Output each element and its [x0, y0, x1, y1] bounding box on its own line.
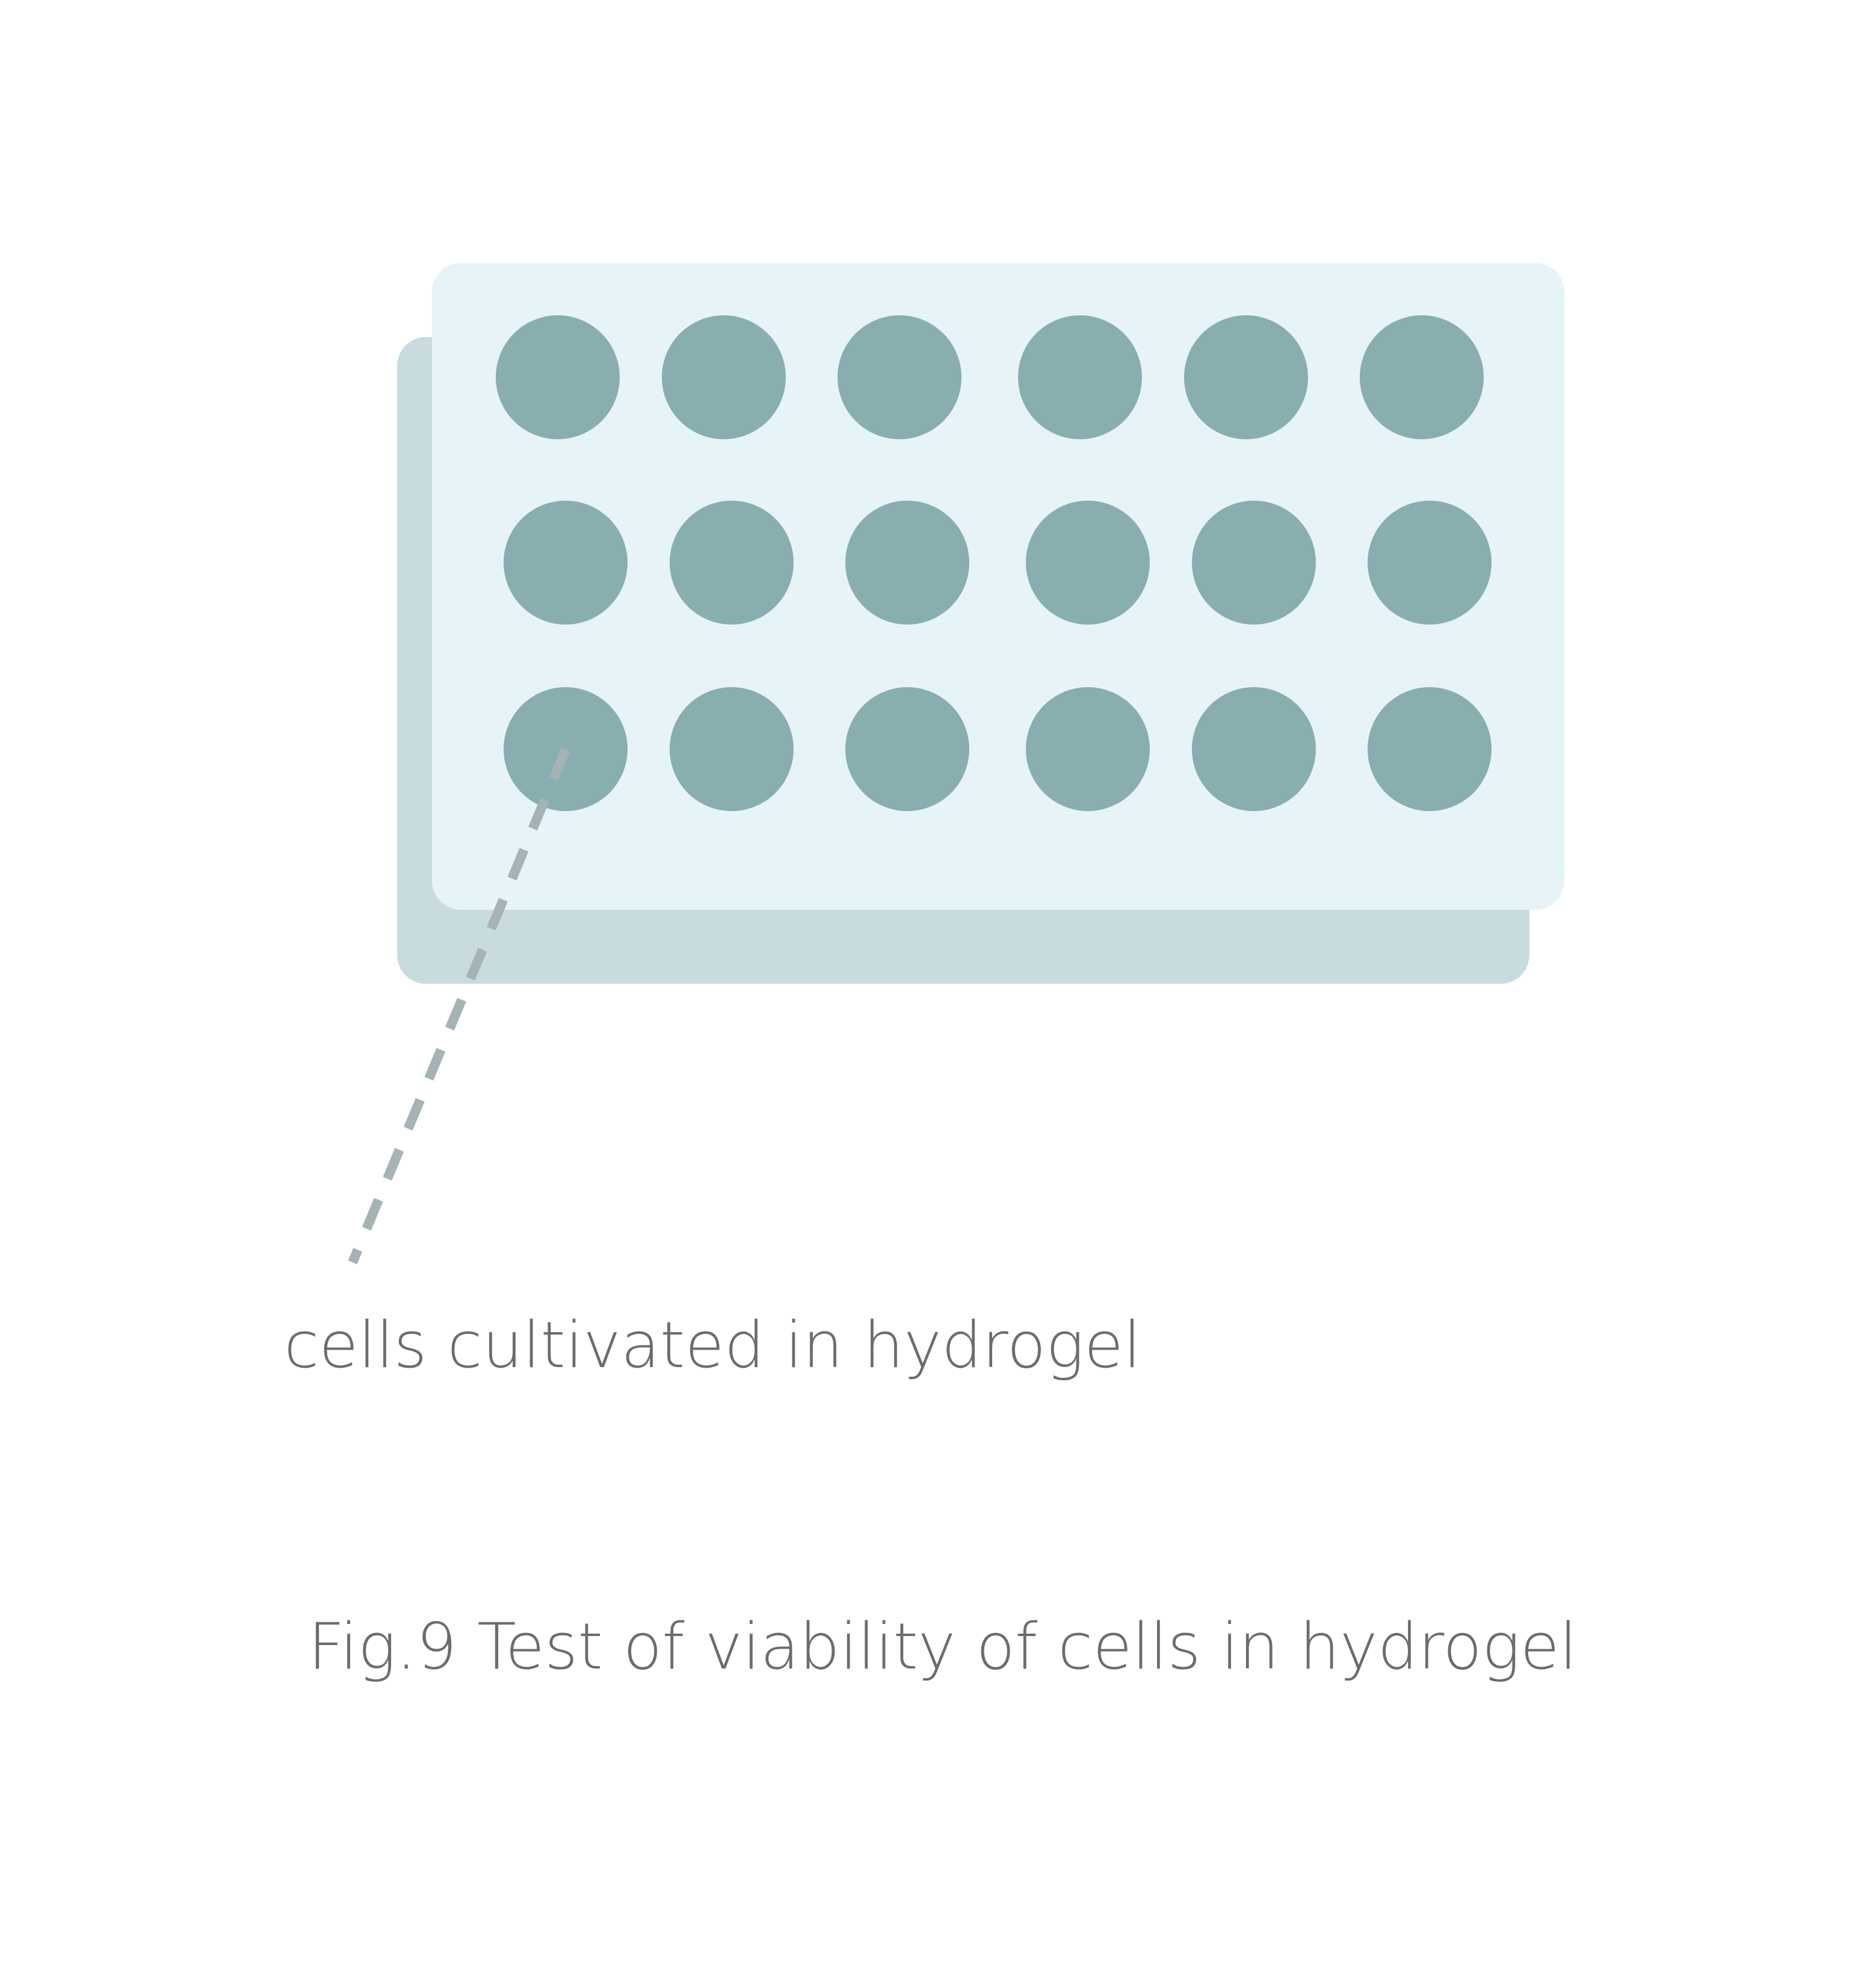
well — [662, 315, 786, 439]
well — [504, 687, 628, 811]
well — [1192, 687, 1316, 811]
well — [496, 315, 620, 439]
well — [845, 687, 969, 811]
well — [670, 501, 794, 625]
well — [845, 501, 969, 625]
annotation-label: cells cultivated in hydrogel — [284, 1308, 1141, 1382]
well — [1360, 315, 1484, 439]
well — [1368, 501, 1492, 625]
well — [1018, 315, 1142, 439]
well — [1368, 687, 1492, 811]
well-grid — [496, 315, 1492, 811]
well — [838, 315, 961, 439]
well — [504, 501, 628, 625]
well — [1026, 501, 1150, 625]
well — [1192, 501, 1316, 625]
figure-caption: Fig.9 Test of viability of cells in hydr… — [308, 1610, 1577, 1684]
annotation-leader-line — [348, 747, 570, 1265]
well — [1184, 315, 1308, 439]
well — [1026, 687, 1150, 811]
well — [670, 687, 794, 811]
